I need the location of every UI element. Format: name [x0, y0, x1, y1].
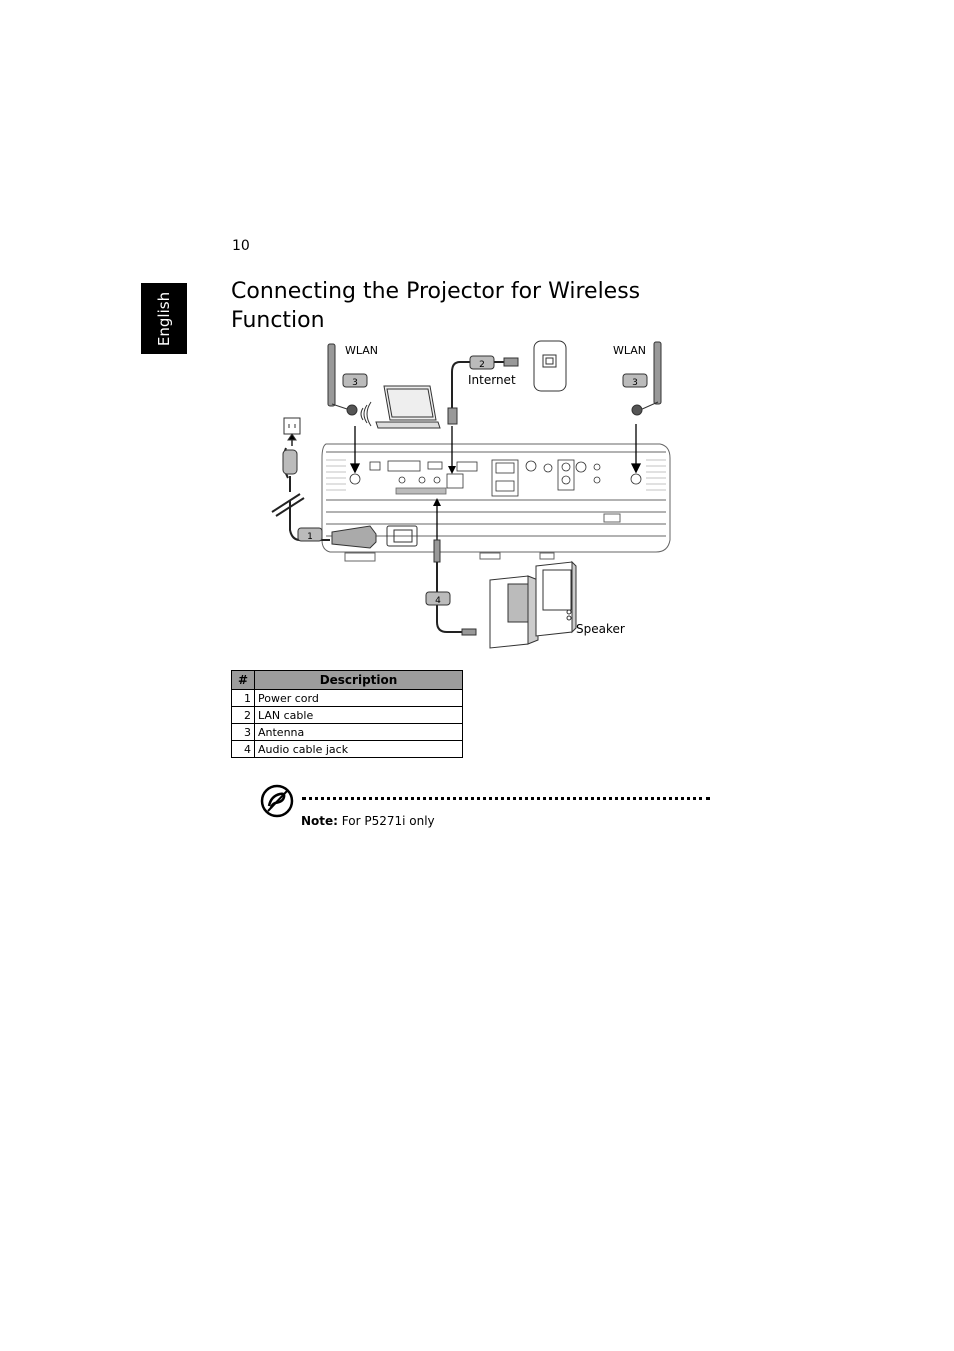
row-desc: LAN cable [254, 706, 463, 724]
right-antenna [631, 341, 662, 416]
note-body: For P5271i only [337, 814, 435, 828]
vent-lines [326, 459, 666, 491]
header-num: # [231, 670, 255, 690]
language-tab-label: English [155, 291, 173, 346]
row-num: 1 [231, 689, 255, 707]
power-socket [386, 525, 418, 547]
row-num: 4 [231, 740, 255, 758]
callout-badge-4 [425, 591, 451, 606]
internet-label: Internet [468, 373, 516, 387]
connection-diagram: 1 2 3 3 4 WLAN WLAN Internet Speaker [271, 340, 671, 649]
callout-badge-3-left [342, 373, 368, 388]
audio-cable [433, 498, 477, 636]
description-table: # Description 1 Power cord 2 LAN cable 3… [231, 670, 463, 758]
wlan-right-label: WLAN [613, 344, 646, 357]
header-description: Description [254, 670, 463, 690]
table-row: 3 Antenna [231, 723, 463, 741]
callout-badge-3-right [622, 373, 648, 388]
row-num: 3 [231, 723, 255, 741]
callout-badge-1 [297, 527, 323, 542]
note-text: Note: For P5271i only [301, 814, 435, 828]
table-header-row: # Description [231, 670, 463, 690]
language-tab: English [141, 283, 187, 354]
wlan-left-label: WLAN [345, 344, 378, 357]
row-desc: Power cord [254, 689, 463, 707]
antenna-arrows [349, 424, 642, 474]
table-row: 4 Audio cable jack [231, 740, 463, 758]
callout-badge-2 [469, 355, 495, 370]
projector-body [321, 443, 671, 562]
left-antenna [327, 343, 372, 427]
callout-2: 2 [479, 360, 485, 370]
speaker-label: Speaker [576, 622, 625, 636]
power-cord [271, 447, 377, 549]
page-number: 10 [232, 238, 250, 254]
speakers-icon [489, 560, 577, 649]
table-row: 1 Power cord [231, 689, 463, 707]
lan-cable [447, 357, 519, 474]
row-num: 2 [231, 706, 255, 724]
page-title: Connecting the Projector for Wireless Fu… [231, 279, 641, 333]
note-label: Note: [301, 814, 338, 828]
callout-3-right: 3 [632, 378, 638, 388]
callout-3-left: 3 [352, 378, 358, 388]
row-desc: Antenna [254, 723, 463, 741]
wall-jack-icon [533, 340, 567, 392]
note-divider [302, 797, 710, 800]
table-row: 2 LAN cable [231, 706, 463, 724]
callout-1: 1 [307, 532, 313, 542]
callout-4: 4 [435, 596, 441, 606]
port-panel [349, 459, 642, 497]
row-desc: Audio cable jack [254, 740, 463, 758]
note-icon [260, 784, 294, 818]
power-outlet-icon [283, 417, 301, 446]
laptop-icon [375, 385, 441, 429]
